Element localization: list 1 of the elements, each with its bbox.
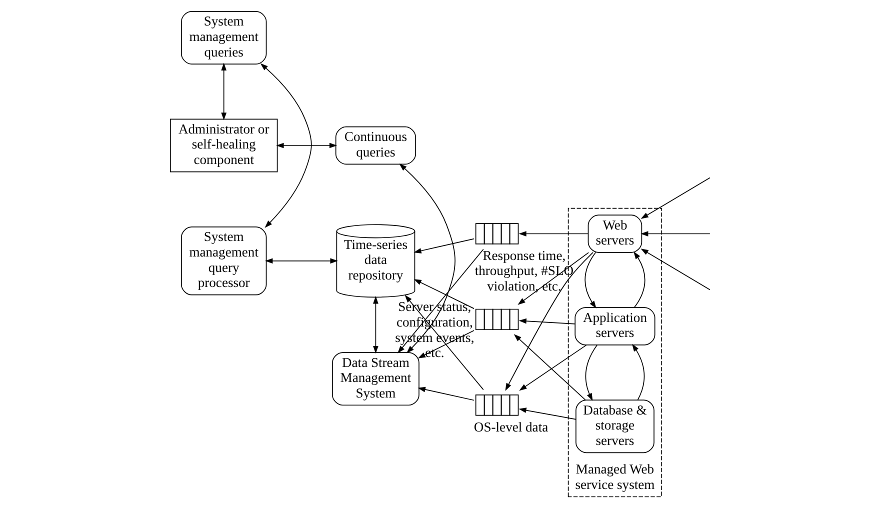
node-label: OS-level data bbox=[474, 419, 548, 434]
